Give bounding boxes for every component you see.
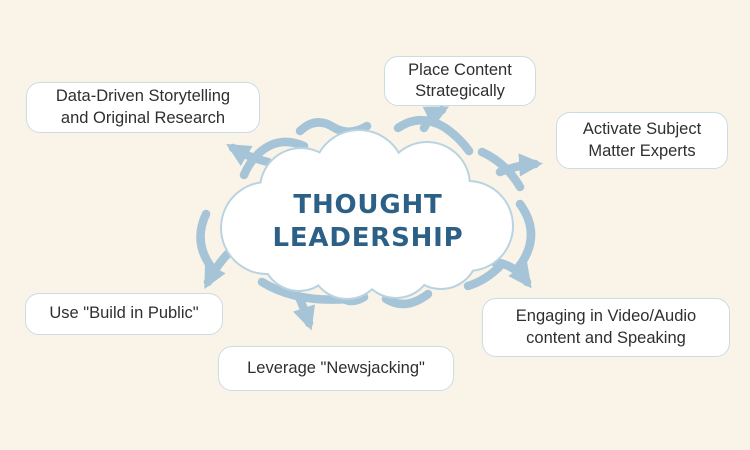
node-data-driven-storytelling: Data-Driven Storytelling and Original Re… [26,82,260,133]
node-label: Leverage "Newsjacking" [247,358,425,377]
node-place-content-strategically: Place Content Strategically [384,56,536,106]
node-label: Activate Subject Matter Experts [582,120,702,160]
arrow-down-right-icon [463,257,532,291]
cloud-icon [220,129,514,300]
arrow-up-right-icon [477,147,543,192]
diagram-title-line1: THOUGHT [293,190,443,220]
node-activate-subject-matter-experts: Activate Subject Matter Experts [556,112,728,169]
node-engaging-video-audio-speaking: Engaging in Video/Audio content and Spea… [482,298,730,357]
node-label: Place Content Strategically [408,60,512,100]
diagram-title-line2: LEADERSHIP [272,222,464,253]
arrow-down-icon [257,277,353,331]
node-label: Data-Driven Storytelling and Original Re… [55,87,231,127]
node-label: Use "Build in Public" [49,304,199,323]
node-use-build-in-public: Use "Build in Public" [25,293,223,335]
node-leverage-newsjacking: Leverage "Newsjacking" [218,346,454,391]
arrow-up-left-icon [226,137,309,180]
echo-arc-right-icon [513,199,536,273]
node-label: Engaging in Video/Audio content and Spea… [515,307,697,347]
diagram-title: THOUGHT LEADERSHIP [242,189,494,254]
arrow-up-icon [393,105,474,156]
